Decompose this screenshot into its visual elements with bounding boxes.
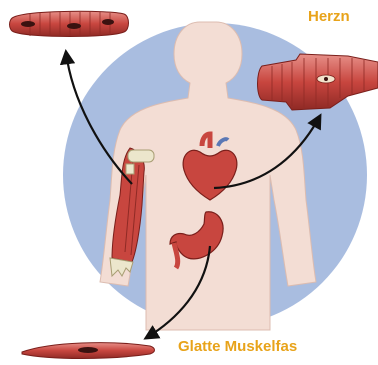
skeletal-muscle-fiber-icon — [10, 11, 129, 36]
smooth-muscle-fiber-icon — [22, 343, 155, 359]
heart-muscle-label: Herzn — [308, 9, 350, 24]
smooth-muscle-label: Glatte Muskelfas — [178, 339, 297, 354]
